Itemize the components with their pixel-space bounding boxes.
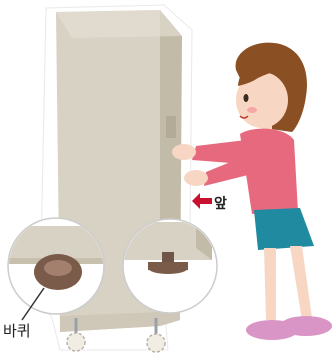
cabinet-handle <box>166 116 176 138</box>
zoom-bubble-leg <box>122 218 218 314</box>
wheel-right-small <box>146 318 166 353</box>
wheel-label: 바퀴 <box>3 322 31 340</box>
wheel-left-small <box>66 318 86 352</box>
girl-figure <box>172 42 332 340</box>
zoom-bubble-wheel <box>7 217 105 321</box>
left-arrow-icon <box>192 193 212 209</box>
cabinet-top <box>56 10 182 38</box>
front-label: 앞 <box>214 196 227 212</box>
